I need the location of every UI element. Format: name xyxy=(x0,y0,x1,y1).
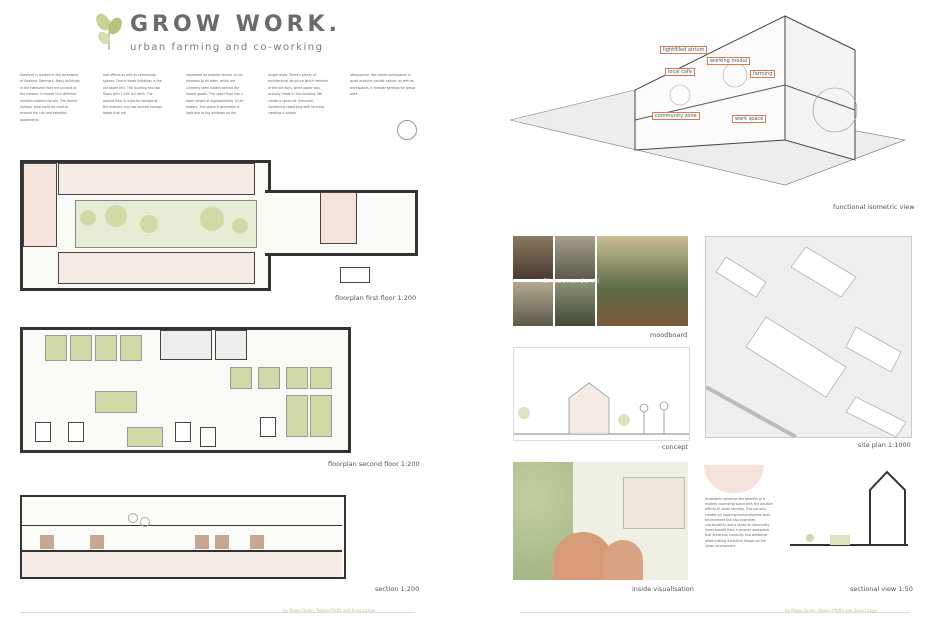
sectional-view xyxy=(790,460,910,575)
caption-floorplan-second: floorplan second floor 1:200 xyxy=(328,460,420,468)
caption-inside-vis: inside visualisation xyxy=(632,585,694,593)
inside-visualisation xyxy=(513,462,688,580)
concept-drawing xyxy=(513,347,690,441)
credit-left: by Maike Dulon, Ruben Pfaffe and Svea La… xyxy=(283,608,376,613)
page-title: GROW WORK. xyxy=(130,12,341,37)
moodboard: Ei Leonardo AI xyxy=(513,236,688,328)
caption-sectional-view: sectional view 1:50 xyxy=(850,585,913,593)
body-text-col-5: atmosphere. We create workspaces in quie… xyxy=(350,73,416,97)
floorplan-first-floor xyxy=(20,160,418,291)
badge-icon xyxy=(397,120,417,140)
isometric-drawing xyxy=(505,10,915,200)
iso-label-cafe: local cafe xyxy=(665,68,695,76)
caption-section: section 1:200 xyxy=(375,585,420,593)
site-plan xyxy=(705,236,912,438)
body-text-col-1: Hæstved is located in the southwest of S… xyxy=(20,73,80,122)
caption-site-plan: site plan 1:1000 xyxy=(858,441,911,449)
caption-moodboard: moodboard xyxy=(650,331,688,339)
moodboard-watermark: Ei Leonardo AI xyxy=(543,278,601,285)
section-drawing xyxy=(20,495,346,580)
floorplan-second-floor xyxy=(20,327,355,455)
iso-label-community: community zone xyxy=(652,112,700,120)
caption-floorplan-first: floorplan first floor 1:200 xyxy=(335,294,417,302)
credit-right: by Maike Dulon, Ruben Pfaffe and Svea La… xyxy=(785,608,878,613)
page-subtitle: urban farming and co-working xyxy=(130,42,324,53)
caption-concept: concept xyxy=(662,443,688,451)
logo-leaf-icon xyxy=(92,8,126,52)
iso-label-working-modul: working modul xyxy=(707,57,751,65)
description-text: GrowWork combines the benefits of a mode… xyxy=(705,497,773,548)
body-text-col-2: and offices as well as community spaces.… xyxy=(103,73,163,116)
description-icon xyxy=(704,465,764,493)
body-text-col-3: separated by wooden fences. It has windo… xyxy=(186,73,244,116)
iso-label-workspace: work space xyxy=(732,115,767,123)
iso-label-atrium: lightfilled atrium xyxy=(660,46,708,54)
iso-label-farming: farming xyxy=(750,70,776,78)
body-text-col-4: longer walls. There's plenty of architec… xyxy=(268,73,328,116)
caption-isometric: functional isometric view xyxy=(833,203,915,211)
